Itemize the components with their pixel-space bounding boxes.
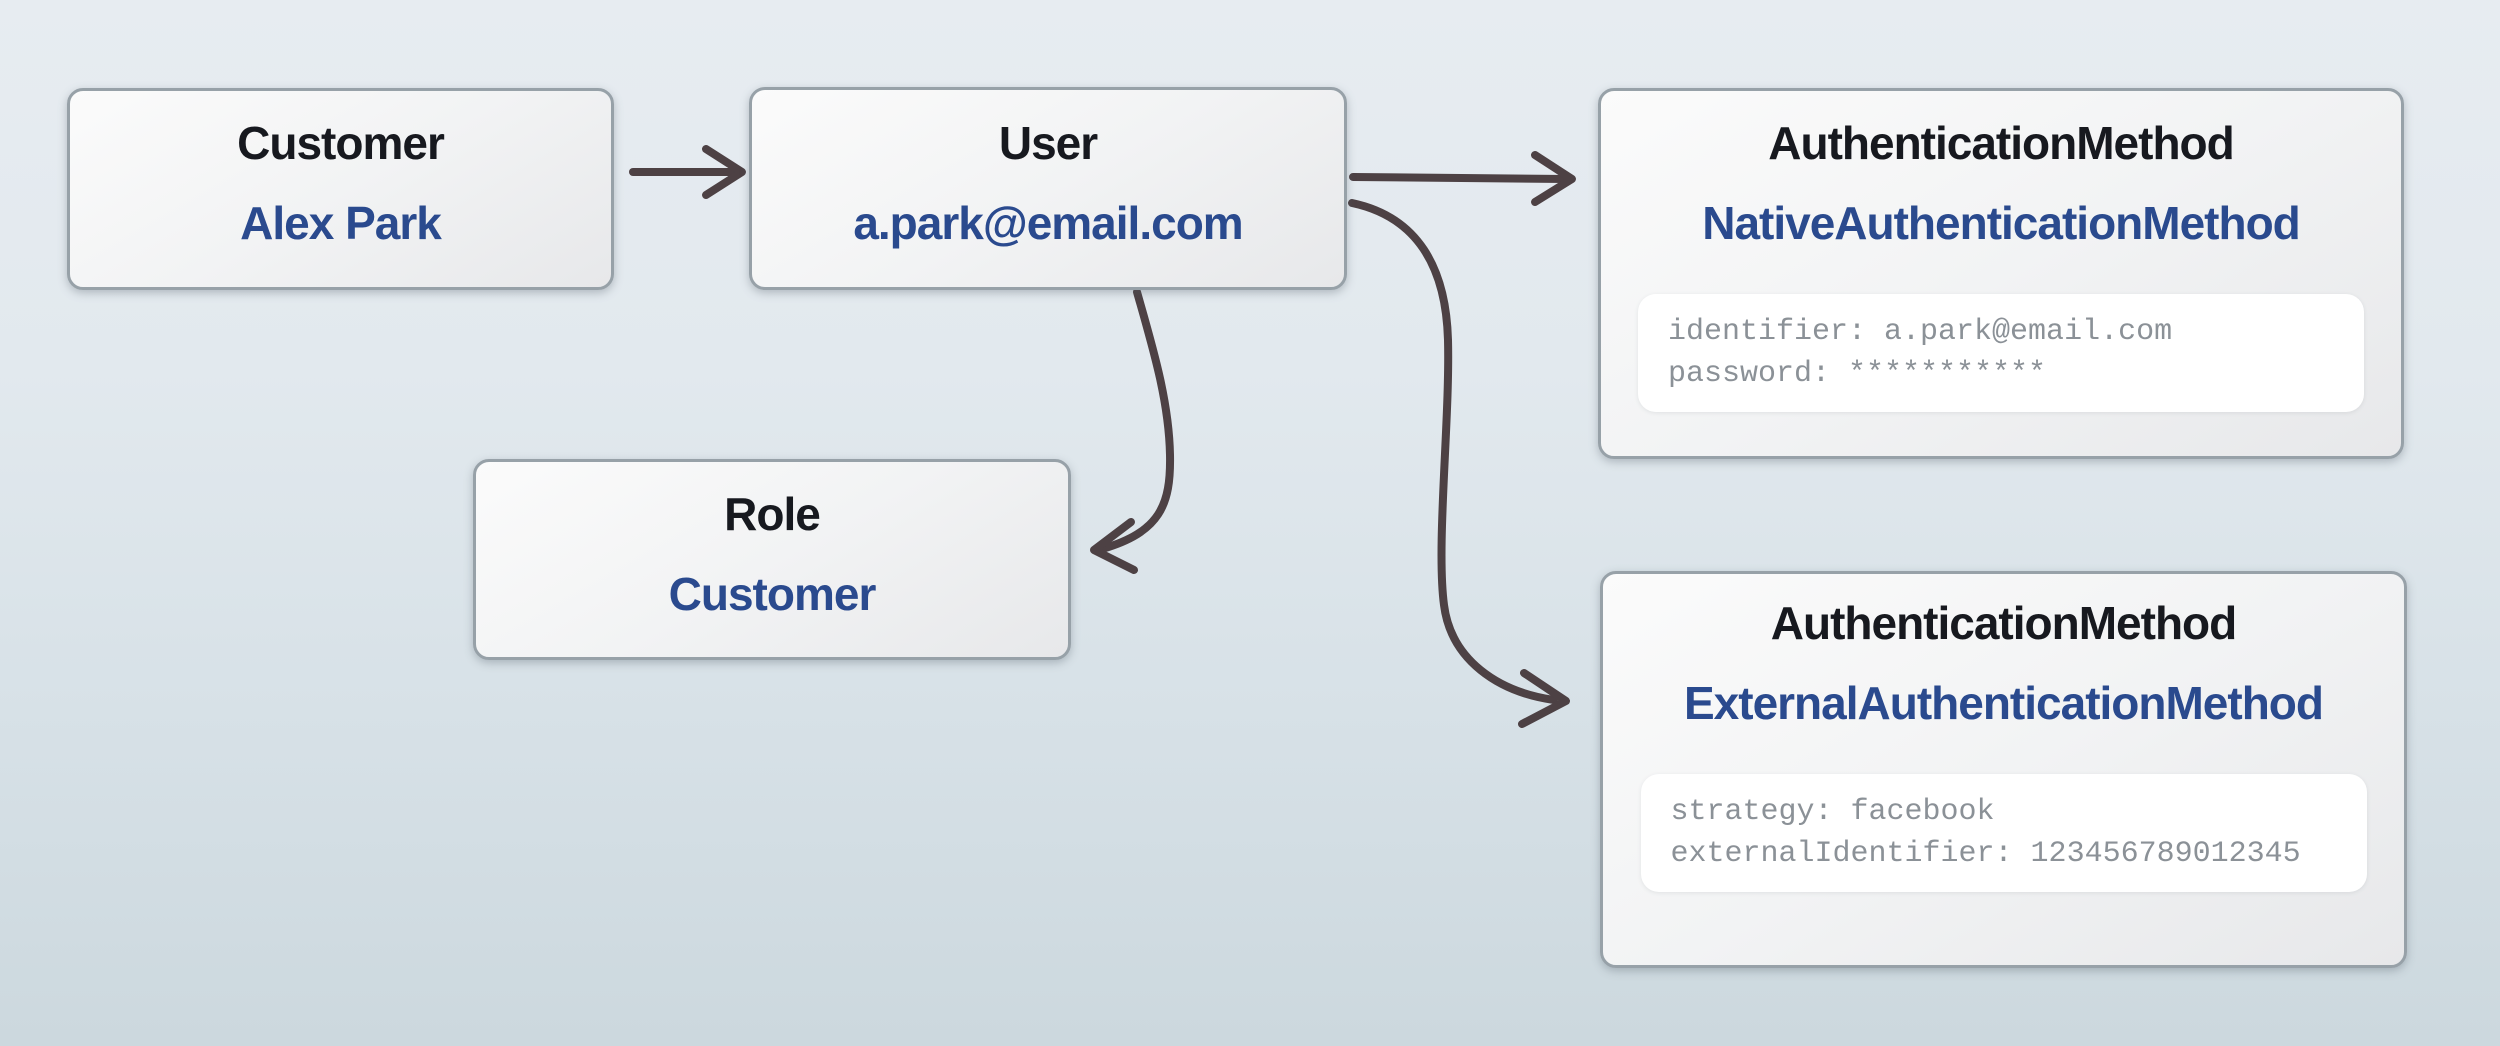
node-title: User (998, 117, 1098, 169)
node-value: a.park@email.com (853, 197, 1243, 249)
attribute-external-identifier: externalIdentifier: 123456789012345 (1670, 837, 2301, 871)
node-title: Customer (237, 117, 445, 169)
arrow-user-to-external-auth (1348, 199, 1570, 728)
attributes-panel: identifier: a.park@email.com password: *… (1638, 294, 2364, 412)
node-title: AuthenticationMethod (1770, 597, 2237, 649)
arrow-customer-to-user (629, 145, 746, 199)
node-title: Role (724, 488, 821, 540)
node-customer: Customer Alex Park (67, 88, 614, 290)
node-title: AuthenticationMethod (1768, 117, 2234, 169)
node-authentication-method-native: AuthenticationMethod NativeAuthenticatio… (1598, 88, 2404, 459)
attribute-strategy: strategy: facebook (1670, 795, 1995, 829)
node-value: NativeAuthenticationMethod (1702, 197, 2301, 249)
node-value: ExternalAuthenticationMethod (1683, 677, 2324, 729)
node-role: Role Customer (473, 459, 1071, 660)
node-value: Alex Park (240, 197, 442, 249)
node-value: Customer (668, 568, 877, 620)
attribute-identifier: identifier: a.park@email.com (1668, 315, 2173, 349)
attribute-password: password: *********** (1668, 357, 2047, 391)
attributes-panel: strategy: facebook externalIdentifier: 1… (1640, 774, 2367, 892)
arrow-user-to-role (1090, 288, 1175, 574)
arrow-user-to-native-auth (1349, 151, 1576, 206)
node-user: User a.park@email.com (749, 87, 1347, 290)
node-authentication-method-external: AuthenticationMethod ExternalAuthenticat… (1600, 571, 2407, 968)
